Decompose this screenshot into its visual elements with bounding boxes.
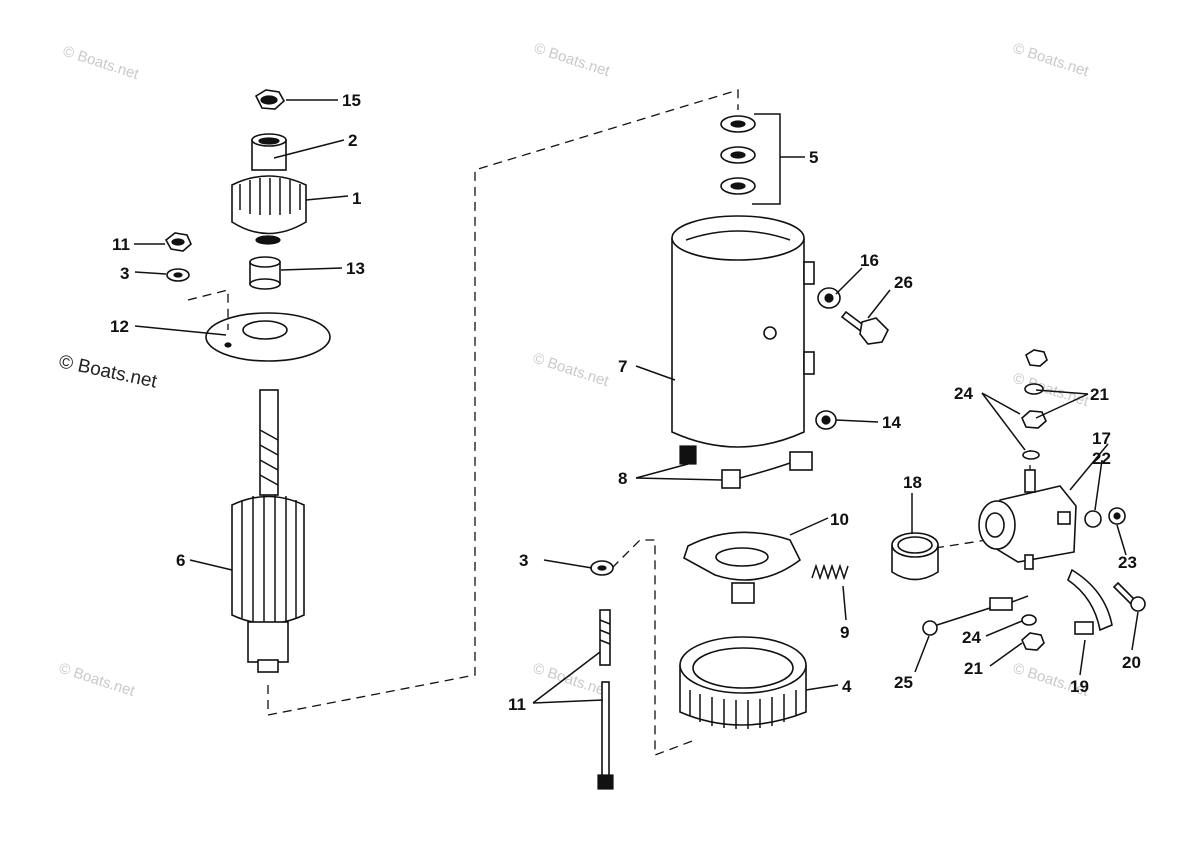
part-20-screw (1112, 581, 1146, 612)
part-23-nut (1108, 507, 1126, 525)
callout-21: 21 (964, 659, 983, 678)
part-12-plate (205, 312, 331, 362)
callout-6: 6 (176, 551, 185, 570)
part-24-lockwasher-upper (1024, 383, 1044, 395)
callout-26: 26 (894, 273, 913, 292)
callout-9: 9 (840, 623, 849, 642)
callout-19: 19 (1070, 677, 1089, 696)
callout-11: 11 (508, 695, 526, 714)
leader-lines (134, 99, 1139, 704)
callout-24: 24 (962, 628, 981, 647)
watermark-layer: © Boats.net © Boats.net © Boats.net © Bo… (57, 40, 1092, 701)
part-18-ring (891, 532, 939, 581)
callout-4: 4 (842, 677, 852, 696)
part-14-grommet (815, 410, 837, 430)
part-7-frame (671, 215, 815, 448)
part-22-lockwasher (1084, 510, 1102, 528)
part-9-spring (811, 563, 849, 581)
watermark: © Boats.net (1011, 40, 1092, 81)
callout-20: 20 (1122, 653, 1141, 672)
callout-labels: 15 2 1 11 3 13 12 6 5 16 26 7 14 8 21 24… (110, 91, 1141, 714)
callout-16: 16 (860, 251, 879, 270)
callout-23: 23 (1118, 553, 1137, 572)
callout-15: 15 (342, 91, 361, 110)
watermark: © Boats.net (61, 43, 142, 84)
callout-25: 25 (894, 673, 913, 692)
part-21-nut-lower (1021, 632, 1045, 651)
part-3-washer (166, 268, 190, 282)
callout-24: 24 (954, 384, 973, 403)
part-17-solenoid (978, 469, 1077, 570)
callout-11: 11 (112, 235, 130, 254)
callout-2: 2 (348, 131, 357, 150)
part-19-bracket (1067, 568, 1113, 635)
part-13-bushing (249, 256, 281, 290)
callout-14: 14 (882, 413, 901, 432)
callout-3: 3 (519, 551, 528, 570)
part-24-lockwasher-lower (1021, 614, 1037, 626)
part-6-armature (231, 389, 305, 673)
watermark-dark: © Boats.net (57, 351, 159, 392)
part-10-brush-plate (683, 531, 802, 604)
watermark: © Boats.net (1011, 370, 1092, 411)
part-16-washer (817, 287, 841, 309)
part-26-screw (840, 310, 889, 345)
part-21-nut-upper (1025, 349, 1048, 367)
callout-13: 13 (346, 259, 365, 278)
callout-1: 1 (352, 189, 361, 208)
part-8-brushes (679, 445, 813, 489)
part-11-nut (164, 232, 192, 252)
watermark: © Boats.net (531, 350, 612, 391)
part-24-lockwasher-mid (1022, 450, 1040, 460)
callout-8: 8 (618, 469, 627, 488)
callout-17: 17 (1092, 429, 1111, 448)
callout-5: 5 (809, 148, 818, 167)
part-1-drive (231, 175, 307, 245)
callout-10: 10 (830, 510, 849, 529)
part-25-cable (922, 595, 1029, 636)
callout-3: 3 (120, 264, 129, 283)
watermark: © Boats.net (532, 40, 613, 81)
part-5-washers (720, 115, 756, 195)
watermark: © Boats.net (57, 660, 138, 701)
part-3-washer (590, 560, 614, 576)
callout-21: 21 (1090, 385, 1109, 404)
part-4-end-cap (679, 636, 807, 729)
callout-18: 18 (903, 473, 922, 492)
part-21-nut-mid (1021, 410, 1047, 429)
callout-12: 12 (110, 317, 129, 336)
callout-22: 22 (1092, 449, 1111, 468)
part-15-nut (254, 89, 286, 110)
part-11-bolts (597, 609, 614, 790)
part-2-pinion (251, 133, 287, 171)
callout-7: 7 (618, 357, 627, 376)
